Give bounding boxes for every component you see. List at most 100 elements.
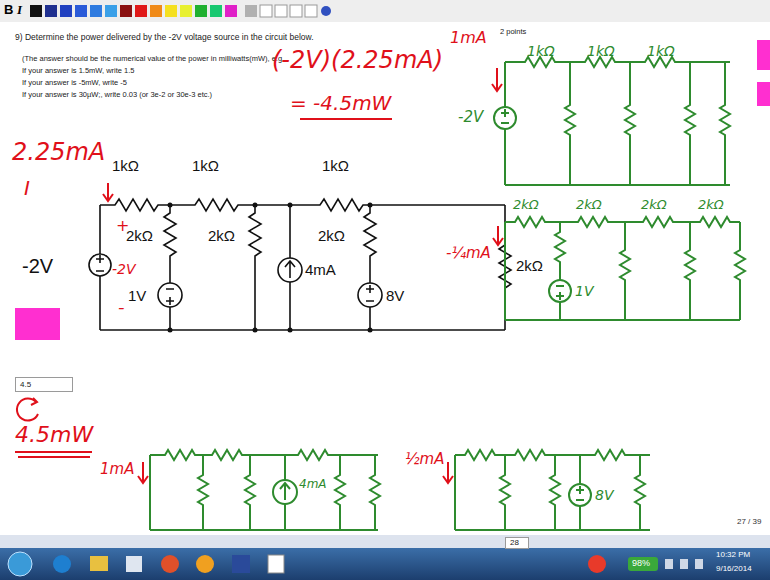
drawn-circle — [168, 328, 173, 333]
drawn-rect — [165, 5, 177, 17]
drawn-circle — [253, 328, 258, 333]
drawn-rect — [105, 5, 117, 17]
resistor-value: 2kΩ — [126, 228, 153, 243]
question-title: 9) Determine the power delivered by the … — [15, 33, 314, 42]
resistor-value: 2kΩ — [576, 198, 602, 211]
drawn-path — [625, 62, 635, 185]
drawn-path — [576, 486, 584, 500]
box-text: 28 — [510, 539, 519, 547]
toolbar-glyph: I — [17, 3, 22, 16]
drawn-rect — [0, 548, 770, 580]
drawn-circle — [161, 555, 179, 573]
drawn-rect — [90, 556, 108, 571]
drawn-path — [443, 462, 453, 483]
resistor-value: 1kΩ — [112, 158, 139, 173]
page-number-box: 28 — [505, 537, 529, 549]
drawn-rect — [0, 535, 770, 548]
drawn-path — [505, 57, 730, 67]
handwritten-current: 1mA — [100, 462, 134, 477]
drawn-rect — [126, 556, 142, 572]
drawn-path — [505, 222, 740, 320]
drawn-path — [685, 222, 695, 320]
resistor-value: 2kΩ — [641, 198, 667, 211]
drawn-path — [720, 62, 730, 185]
drawn-circle — [53, 555, 71, 573]
drawn-path — [685, 62, 695, 185]
drawn-rect — [290, 5, 302, 17]
source-value: 1V — [575, 284, 593, 298]
battery-level: 98% — [632, 559, 650, 568]
drawn-rect — [90, 5, 102, 17]
clock-time: 10:32 PM — [716, 551, 750, 559]
green-sketch-1 — [494, 57, 730, 185]
drawn-path — [166, 289, 174, 305]
drawn-rect — [120, 5, 132, 17]
handwritten-current: ½mA — [405, 452, 444, 467]
drawn-path — [505, 184, 730, 186]
drawn-path — [150, 455, 378, 530]
drawn-path — [138, 462, 148, 483]
drawn-rect — [232, 555, 250, 573]
drawn-rect — [275, 5, 287, 17]
handwritten-current: -¼mA — [446, 246, 491, 261]
instruction-text: If your answer is 1.5mW, write 1.5 — [22, 67, 135, 75]
clock-date: 9/16/2014 — [716, 565, 752, 573]
drawn-path — [280, 483, 290, 500]
drawn-path — [198, 455, 208, 530]
drawn-circle — [368, 203, 373, 208]
drawn-circle — [549, 280, 571, 302]
page-counter: 27 / 39 — [737, 518, 761, 526]
drawn-path — [492, 68, 502, 91]
drawn-rect — [0, 0, 770, 22]
source-value: -2V — [458, 110, 483, 125]
handwritten-answer: 4.5mW — [15, 424, 93, 446]
drawn-path — [150, 450, 378, 460]
drawn-circle — [288, 328, 293, 333]
drawn-rect — [60, 5, 72, 17]
drawn-circle — [196, 555, 214, 573]
handwritten-equation: (-2V)(2.25mA) — [272, 48, 443, 72]
handwritten-current: 1mA — [450, 30, 487, 46]
pink-markers — [15, 40, 770, 340]
drawn-circle — [273, 480, 297, 504]
drawn-rect — [268, 555, 284, 573]
green-sketch-3 — [150, 450, 380, 530]
drawn-rect — [245, 5, 257, 17]
resistor-value: 2kΩ — [513, 198, 539, 211]
drawn-rect — [45, 5, 57, 17]
drawn-rect — [30, 5, 42, 17]
toolbar-glyph: B — [4, 3, 13, 16]
drawn-path — [556, 286, 564, 300]
drawn-path — [550, 455, 560, 530]
resistor-value: 1kΩ — [587, 44, 615, 58]
drawn-path — [735, 222, 745, 320]
resistor-value: 1kΩ — [527, 44, 555, 58]
drawn-rect — [210, 5, 222, 17]
source-value: 8V — [595, 488, 613, 502]
instruction-text: If your answer is -5mW, write -5 — [22, 79, 127, 87]
junction-dots — [168, 203, 373, 333]
drawn-path — [455, 455, 650, 530]
page-strip — [0, 535, 770, 548]
drawn-path — [493, 226, 503, 245]
drawn-path — [99, 205, 101, 330]
drawn-path — [455, 450, 650, 460]
drawn-path — [364, 205, 376, 330]
drawn-rect — [195, 5, 207, 17]
drawn-path — [245, 455, 255, 530]
box-text: 4.5 — [20, 381, 31, 389]
source-value: 4mA — [299, 478, 327, 490]
drawn-path — [555, 222, 565, 320]
source-value: 8V — [386, 288, 404, 303]
drawn-circle — [494, 107, 516, 129]
instruction-text: (The answer should be the numerical valu… — [22, 55, 284, 63]
source-value: 1V — [128, 288, 146, 303]
resistor-value: 2kΩ — [516, 258, 543, 273]
resistor-value: 2kΩ — [318, 228, 345, 243]
green-sketch-4 — [455, 450, 650, 530]
drawn-circle — [278, 258, 302, 282]
drawn-rect — [180, 5, 192, 17]
drawn-circle — [588, 555, 606, 573]
red-annotations — [15, 68, 503, 483]
main-circuit — [89, 199, 511, 330]
